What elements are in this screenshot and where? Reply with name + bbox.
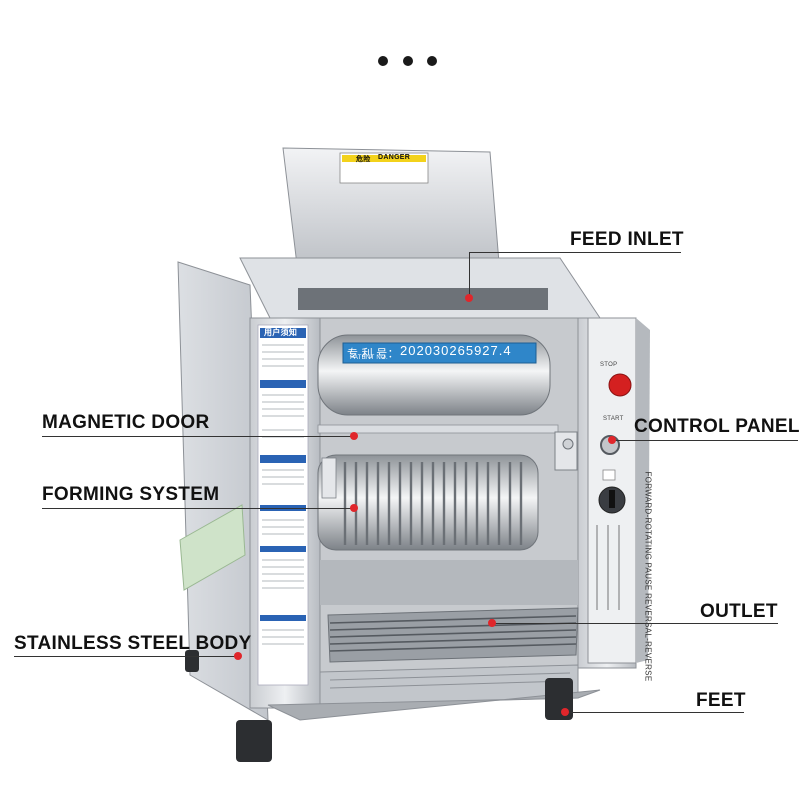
callout-pin	[350, 432, 358, 440]
callout-feed-inlet: FEED INLET	[570, 229, 684, 250]
foot	[185, 650, 199, 672]
start-label: START	[603, 416, 624, 422]
carousel-dot	[403, 56, 413, 66]
forming-grooves	[343, 462, 523, 545]
callout-outlet: OUTLET	[700, 601, 778, 622]
patent-sublabel: PATENT NO.	[350, 355, 389, 361]
patent-number: 202030265927.4	[400, 343, 512, 358]
stop-label: STOP	[600, 362, 618, 368]
callout-pin	[234, 652, 242, 660]
foot	[545, 678, 573, 720]
callout-line	[42, 436, 354, 437]
callout-line	[566, 712, 744, 713]
callout-pin	[608, 436, 616, 444]
panel-text: FORWARD-ROTATING PAUSE REVERSAL-REVERSE	[643, 471, 653, 682]
stop-button	[608, 373, 632, 397]
door-latch	[554, 431, 578, 471]
side-sticker	[179, 504, 246, 591]
callout-pin	[465, 294, 473, 302]
foot	[236, 720, 272, 762]
magnetic-door-bar	[317, 424, 559, 434]
callout-line	[469, 252, 681, 253]
instruction-header	[260, 328, 306, 338]
carousel-dot	[378, 56, 388, 66]
callout-pin	[488, 619, 496, 627]
forming-roller	[317, 454, 539, 551]
patent-plate	[342, 342, 537, 364]
callout-pin	[561, 708, 569, 716]
danger-label: DANGER	[378, 154, 411, 161]
carousel-dot	[427, 56, 437, 66]
danger-cn: 危险	[356, 156, 371, 163]
patent-label: 专 利 号：	[347, 348, 399, 360]
callout-pin	[350, 504, 358, 512]
danger-sticker-header	[342, 155, 426, 162]
callout-line	[42, 508, 354, 509]
callout-magnetic-door: MAGNETIC DOOR	[42, 412, 210, 433]
callout-line	[492, 623, 778, 624]
callout-line	[612, 440, 798, 441]
manual-heading: 用户须知	[264, 328, 298, 337]
callout-line	[14, 656, 240, 657]
feed-opening	[298, 288, 548, 310]
callout-control-panel: CONTROL PANEL	[634, 416, 800, 437]
callout-forming-system: FORMING SYSTEM	[42, 484, 220, 505]
callout-line	[469, 252, 470, 297]
callout-stainless-steel-body: STAINLESS STEEL BODY	[14, 633, 252, 654]
callout-feet: FEET	[696, 690, 746, 711]
outlet-tray	[327, 607, 579, 663]
